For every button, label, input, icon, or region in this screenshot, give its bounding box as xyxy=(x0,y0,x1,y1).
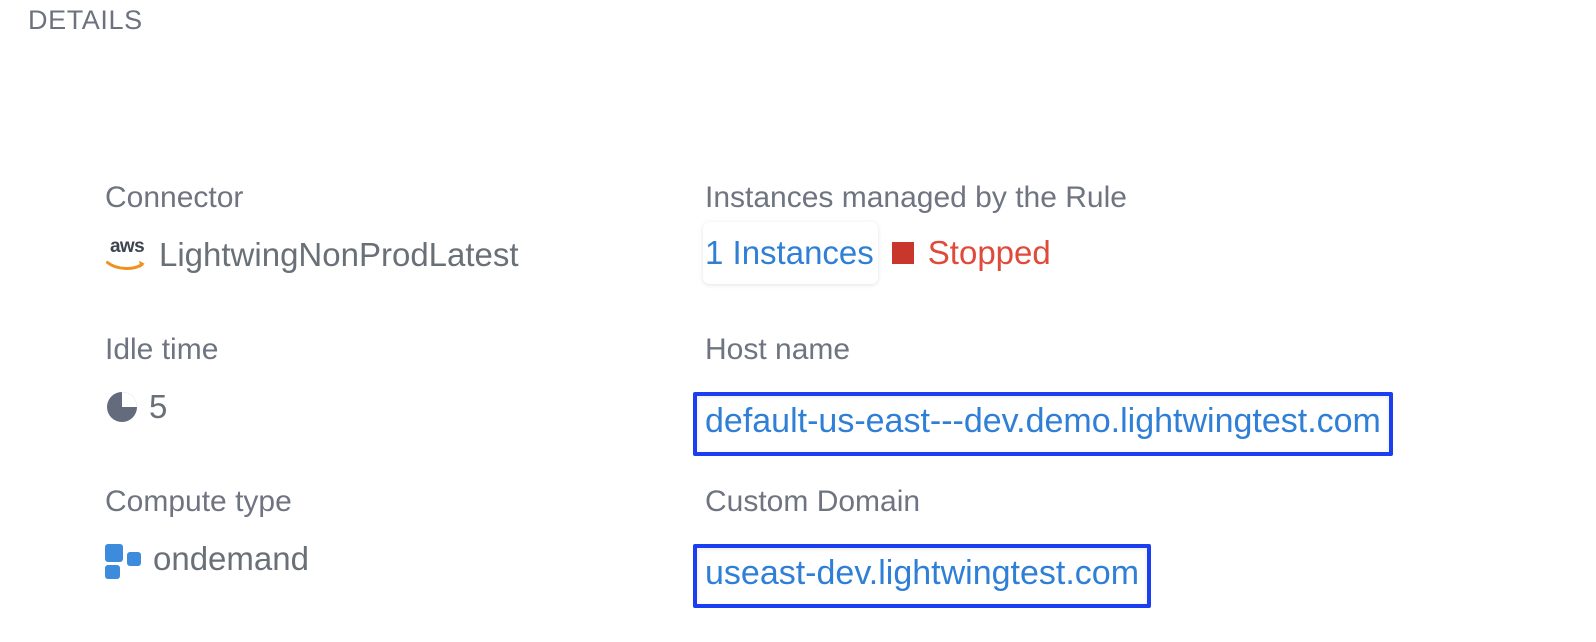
aws-swoosh-icon xyxy=(106,260,145,270)
instances-count-link[interactable]: 1 Instances xyxy=(703,222,878,284)
status-badge: Stopped xyxy=(891,234,1051,272)
host-name-label: Host name xyxy=(705,333,851,366)
details-grid: Connector aws LightwingNonProdLatest Ins… xyxy=(105,180,1585,636)
status-swatch-icon xyxy=(891,242,914,264)
field-host-name: Host name default-us-east---dev.demo.lig… xyxy=(693,332,1393,456)
field-custom-domain: Custom Domain useast-dev.lightwingtest.c… xyxy=(693,484,1152,608)
field-instances: Instances managed by the Rule 1 Instance… xyxy=(703,180,1127,284)
compute-type-label: Compute type xyxy=(105,485,292,518)
detail-row: Idle time 5 Host name default-us-east---… xyxy=(105,332,1585,484)
status-label: Stopped xyxy=(927,234,1051,271)
idle-time-value-row: 5 xyxy=(105,386,218,428)
compute-type-value: ondemand xyxy=(153,540,309,577)
pie-clock-icon xyxy=(107,392,137,422)
idle-time-label: Idle time xyxy=(105,333,219,366)
field-compute-type: Compute type ondemand xyxy=(105,484,309,580)
host-name-highlight-box: default-us-east---dev.demo.lightwingtest… xyxy=(693,392,1393,456)
custom-domain-value-row: useast-dev.lightwingtest.com xyxy=(693,538,1152,608)
page-title: DETAILS xyxy=(28,5,143,35)
custom-domain-link[interactable]: useast-dev.lightwingtest.com xyxy=(705,554,1140,592)
connector-label: Connector xyxy=(105,181,244,214)
aws-logo-icon: aws xyxy=(105,236,149,272)
field-connector: Connector aws LightwingNonProdLatest xyxy=(105,180,519,276)
instances-label: Instances managed by the Rule xyxy=(705,181,1127,214)
detail-row: Connector aws LightwingNonProdLatest Ins… xyxy=(105,180,1585,332)
instances-value-row: 1 Instances Stopped xyxy=(703,222,1127,284)
connector-name: LightwingNonProdLatest xyxy=(159,236,519,273)
three-squares-icon xyxy=(105,542,143,579)
detail-row: Compute type ondemand Custom Domain usea… xyxy=(105,484,1585,636)
custom-domain-label: Custom Domain xyxy=(705,485,921,518)
host-name-value-row: default-us-east---dev.demo.lightwingtest… xyxy=(693,386,1393,456)
idle-time-value: 5 xyxy=(149,388,168,425)
compute-type-value-row: ondemand xyxy=(105,538,309,580)
connector-value-row: aws LightwingNonProdLatest xyxy=(105,234,519,276)
aws-logo-wordmark: aws xyxy=(109,236,145,257)
custom-domain-highlight-box: useast-dev.lightwingtest.com xyxy=(693,544,1152,608)
host-name-link[interactable]: default-us-east---dev.demo.lightwingtest… xyxy=(705,402,1381,440)
field-idle-time: Idle time 5 xyxy=(105,332,218,428)
